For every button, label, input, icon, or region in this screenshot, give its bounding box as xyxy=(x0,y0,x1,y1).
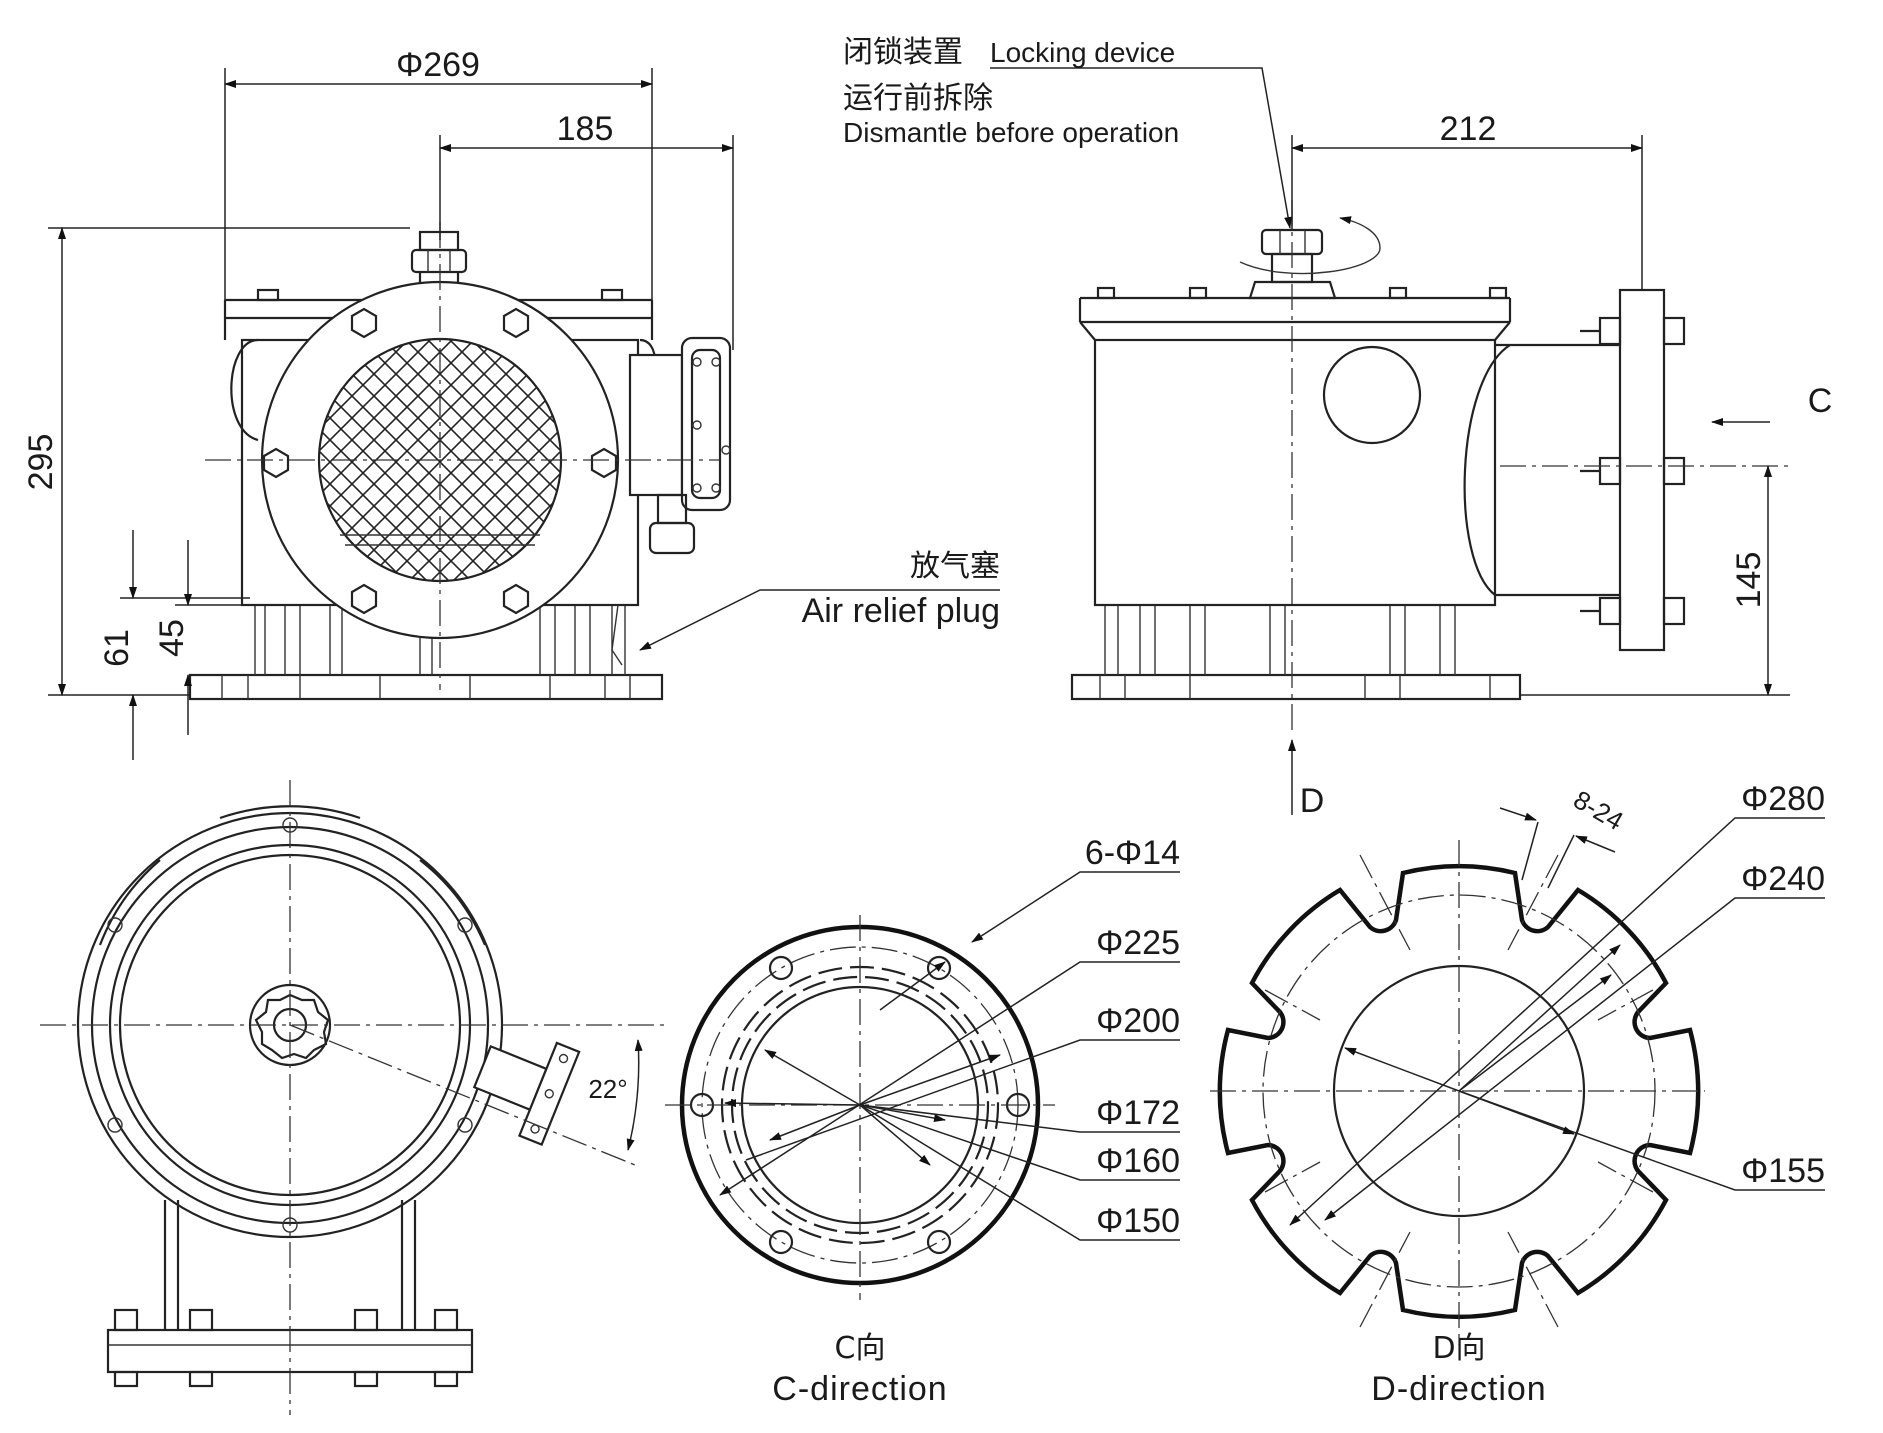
d-d280-label: Φ280 xyxy=(1741,780,1825,818)
locking-cn: 闭锁装置 xyxy=(843,35,963,70)
locking-en: Locking device xyxy=(990,37,1175,68)
arrow-c-label: C xyxy=(1808,382,1833,420)
d-base-outline xyxy=(1217,864,1701,1319)
dim-185: 185 xyxy=(557,110,614,148)
c-holes-label: 6-Φ14 xyxy=(1085,834,1180,872)
front-locking-cap xyxy=(410,248,468,274)
front-view: Φ269 185 295 61 45 放气塞 Air relief plug xyxy=(22,46,1000,760)
c-d225-label: Φ225 xyxy=(1096,924,1180,962)
arrow-d-label: D xyxy=(1300,782,1325,820)
front-junction-box xyxy=(628,336,732,555)
dim-45: 45 xyxy=(153,619,191,657)
locking-device xyxy=(1239,216,1381,300)
dim-212: 212 xyxy=(1440,110,1497,148)
d-caption-cn: D向 xyxy=(1432,1331,1485,1366)
c-d150-label: Φ150 xyxy=(1096,1202,1180,1240)
c-direction-view: 6-Φ14 Φ225 Φ200 Φ172 Φ160 Φ150 C向 C-dire… xyxy=(665,834,1180,1408)
c-caption-en: C-direction xyxy=(772,1370,947,1408)
d-direction-view: 8-24 Φ280 Φ240 Φ155 D向 D-direction xyxy=(1210,780,1825,1408)
front-legs xyxy=(221,605,631,699)
front-flange-bolts xyxy=(262,307,618,615)
d-slots-label: 8-24 xyxy=(1568,784,1628,836)
c-d200-label: Φ200 xyxy=(1096,1002,1180,1040)
dim-145: 145 xyxy=(1730,552,1768,609)
side-flange-bolts xyxy=(1580,316,1686,626)
d-d155-label: Φ155 xyxy=(1741,1152,1825,1190)
d-caption-en: D-direction xyxy=(1371,1370,1546,1408)
angle-22: 22° xyxy=(588,1074,627,1104)
c-d160-label: Φ160 xyxy=(1096,1142,1180,1180)
dim-295: 295 xyxy=(22,434,60,491)
dismantle-cn: 运行前拆除 xyxy=(843,81,993,116)
air-relief-cn: 放气塞 xyxy=(910,549,1000,584)
dim-61: 61 xyxy=(98,629,136,667)
air-relief-en: Air relief plug xyxy=(802,592,1000,630)
top-base-bolts xyxy=(113,1308,459,1388)
c-caption-cn: C向 xyxy=(835,1331,886,1366)
dismantle-en: Dismantle before operation xyxy=(843,117,1179,148)
d-d240-label: Φ240 xyxy=(1741,860,1825,898)
side-view: 212 145 C D 闭锁装置 Locking device 运行前拆除 Di… xyxy=(843,35,1832,820)
front-left-boss xyxy=(230,338,259,442)
side-outlet-flange xyxy=(1618,288,1666,652)
front-base-plate xyxy=(188,673,664,701)
top-junction-box xyxy=(472,1041,581,1147)
top-view: 22° xyxy=(40,780,665,1415)
c-d172-label: Φ172 xyxy=(1096,1094,1180,1132)
dim-phi269: Φ269 xyxy=(396,46,480,84)
